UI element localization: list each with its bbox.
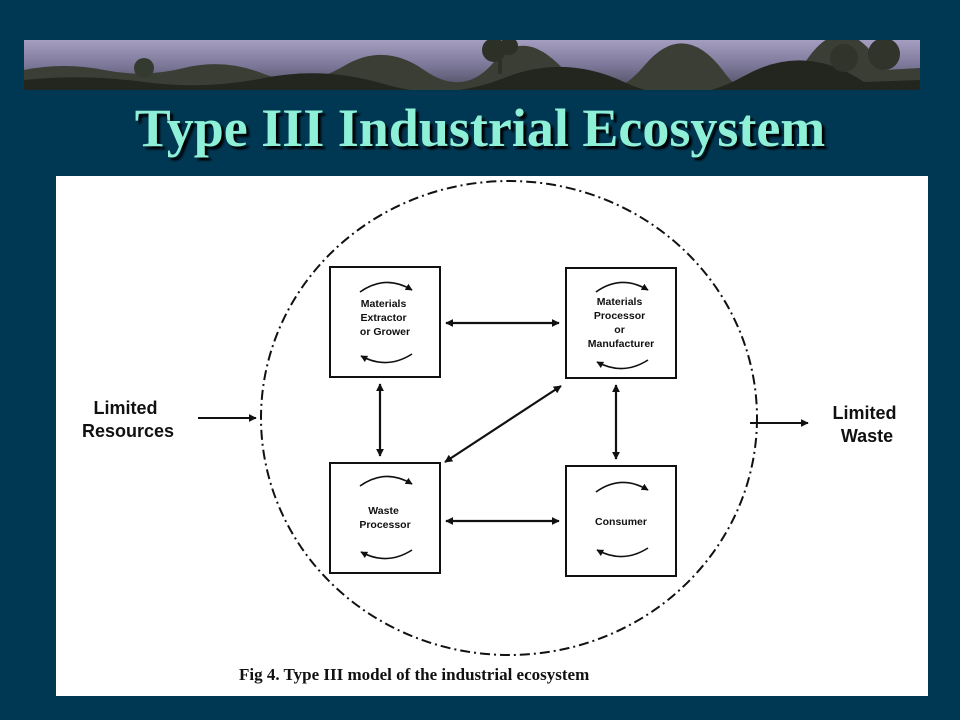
node-consumer-box: [565, 465, 677, 577]
flow-manufacturer-waste-arrow: [444, 385, 562, 463]
outputs-label: Limited Waste: [832, 403, 901, 446]
ecosystem-diagram: Materials Extractor or Grower Materials …: [56, 176, 928, 696]
consumer-cycle-top-icon: [595, 481, 649, 493]
node-extractor-box: [329, 266, 441, 378]
extractor-cycle-top-icon: [359, 281, 413, 293]
manufacturer-cycle-top-icon: [595, 281, 649, 293]
inputs-label: Limited Resources: [82, 398, 174, 441]
node-waste-processor-label: Waste Processor: [359, 505, 410, 531]
node-extractor-label: Materials Extractor or Grower: [360, 298, 410, 338]
header-banner-image: [24, 40, 920, 90]
cycle-arrows: [359, 281, 649, 560]
manufacturer-cycle-bottom-icon: [596, 359, 649, 370]
figure-caption: Fig 4. Type III model of the industrial …: [239, 665, 589, 684]
node-manufacturer-label: Materials Processor or Manufacturer: [588, 296, 655, 350]
node-manufacturer-box: [565, 267, 677, 379]
system-boundary-circle: [260, 180, 758, 656]
extractor-cycle-bottom-icon: [360, 353, 413, 364]
node-waste-processor-box: [329, 462, 441, 574]
slide-title: Type III Industrial Ecosystem: [134, 98, 826, 158]
consumer-cycle-bottom-icon: [596, 547, 649, 558]
waste-cycle-top-icon: [359, 475, 413, 487]
waste-cycle-bottom-icon: [360, 549, 413, 560]
node-consumer-label: Consumer: [595, 516, 647, 528]
